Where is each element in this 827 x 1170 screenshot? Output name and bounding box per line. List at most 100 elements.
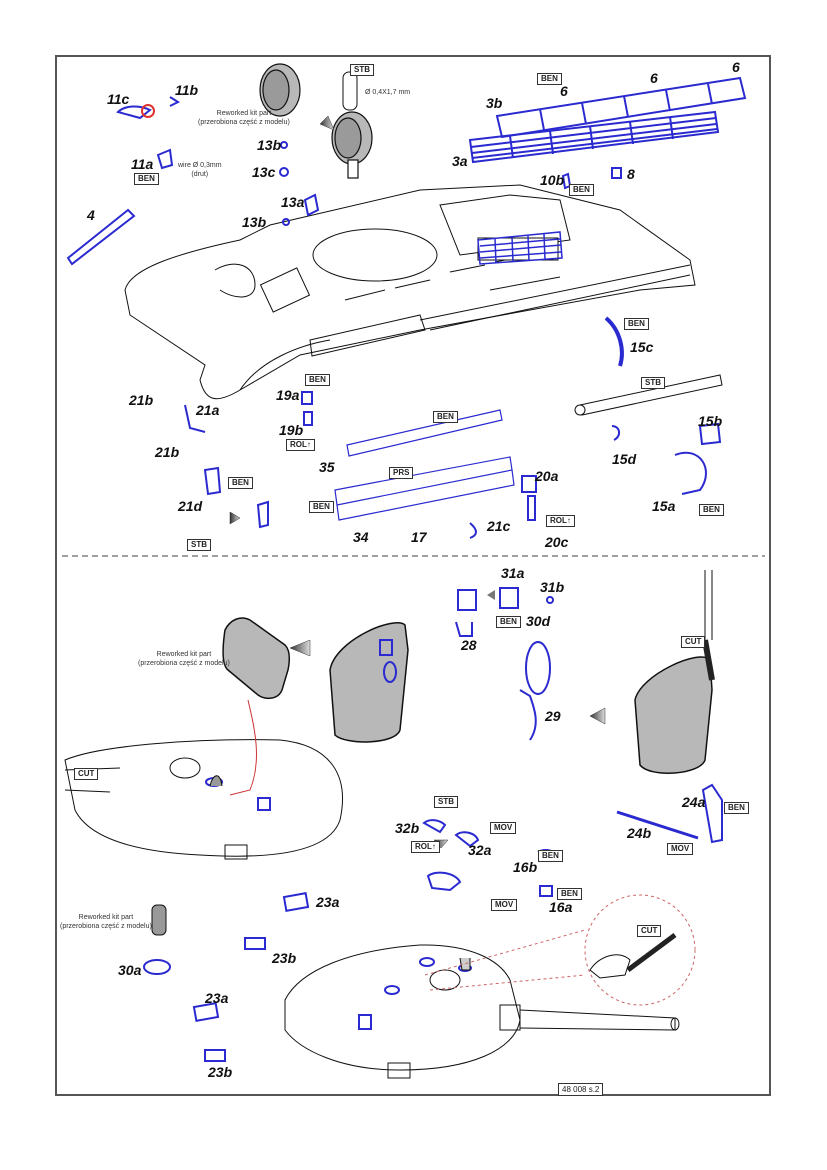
part-label: 6: [560, 83, 568, 99]
tag-stb: STB: [350, 64, 374, 76]
part-label: 3b: [486, 95, 503, 111]
note-text-pl: (przerobiona część z modelu): [198, 118, 290, 126]
rod-13: [342, 71, 358, 111]
tag-prs: PRS: [389, 467, 414, 479]
note-text: Reworked kit part: [78, 914, 134, 921]
note-text-pl: (przerobiona część z modelu): [60, 922, 152, 930]
engine-grille: [477, 231, 563, 265]
tag-ben: BEN: [433, 411, 458, 423]
direction-arrows: [229, 115, 606, 849]
tag-rol: ROL↑: [546, 515, 575, 527]
part-label: 13c: [252, 164, 276, 180]
part-label: 23a: [205, 990, 229, 1006]
part-label: 21b: [129, 392, 154, 408]
arrow-31: [487, 590, 495, 600]
part-label: 29: [545, 708, 561, 724]
tag-cut: CUT: [637, 925, 662, 937]
tag-rol: ROL↑: [411, 841, 440, 853]
part-label: 23b: [272, 950, 297, 966]
bars-35-34: [334, 409, 515, 521]
headlight-reworked: [259, 63, 373, 179]
etched-parts-upper: [66, 96, 722, 539]
grille-3b: [495, 76, 747, 139]
part-label: 24a: [682, 794, 706, 810]
part-label: 6: [650, 70, 658, 86]
part-label: 32a: [468, 842, 492, 858]
note-wire: wire Ø 0,3mm(drut): [178, 162, 222, 180]
tag-stb: STB: [187, 539, 211, 551]
note-reworked-headlight: Reworked kit part(przerobiona część z mo…: [198, 110, 290, 128]
part-label: 13b: [242, 214, 267, 230]
tag-cut: CUT: [681, 636, 706, 648]
rod-dimension: Ø 0,4X1,7 mm: [365, 89, 411, 96]
part-label: 23b: [208, 1064, 233, 1080]
cut-line-red: [229, 699, 257, 796]
hatch-reworked: [222, 617, 713, 774]
tag-stb: STB: [641, 377, 665, 389]
antenna-30a: [151, 904, 167, 936]
tag-ben: BEN: [134, 173, 159, 185]
part-label: 11c: [107, 91, 130, 107]
note-text: wire Ø 0,3mm: [178, 162, 222, 169]
part-label: 15d: [612, 451, 637, 467]
tag-stb: STB: [434, 796, 458, 808]
tag-cut: CUT: [74, 768, 99, 780]
cut-detail-circle: [424, 894, 696, 1006]
tag-ben: BEN: [624, 318, 649, 330]
part-label: 19a: [276, 387, 300, 403]
part-label: 16b: [513, 859, 538, 875]
tag-ben: BEN: [538, 850, 563, 862]
part-label: 30d: [526, 613, 551, 629]
tag-ben: BEN: [537, 73, 562, 85]
page-number: 48 008 s.2: [558, 1083, 604, 1096]
part-label: 20a: [535, 468, 559, 484]
part-label: 16a: [549, 899, 573, 915]
part-label: 20c: [545, 534, 569, 550]
tag-ben: BEN: [496, 616, 521, 628]
part-label: 13a: [281, 194, 305, 210]
part-label: 15c: [630, 339, 654, 355]
note-text-pl: (przerobiona część z modelu): [138, 659, 230, 667]
rod-15: [574, 374, 723, 416]
note-text: Reworked kit part: [156, 651, 212, 658]
note-reworked-hatch: Reworked kit part(przerobiona część z mo…: [138, 651, 230, 669]
knife-icon: [589, 570, 715, 979]
part-label: 21b: [155, 444, 180, 460]
note-text: Reworked kit part: [216, 110, 272, 117]
part-label: 21a: [196, 402, 220, 418]
part-label: 11a: [131, 156, 154, 172]
hull-drawing: [124, 184, 696, 400]
tag-ben: BEN: [724, 802, 749, 814]
part-label: 19b: [279, 422, 304, 438]
tag-ben: BEN: [569, 184, 594, 196]
tag-ben: BEN: [309, 501, 334, 513]
part-label: 13b: [257, 137, 282, 153]
page-frame: [55, 55, 771, 1096]
part-label: 3a: [452, 153, 468, 169]
part-label: 30a: [118, 962, 142, 978]
part-label: 15b: [698, 413, 723, 429]
part-label: 21d: [178, 498, 203, 514]
part-label: 34: [353, 529, 369, 545]
part-label: 31a: [501, 565, 525, 581]
note-reworked-antenna: Reworked kit part(przerobiona część z mo…: [60, 914, 152, 932]
tag-mov: MOV: [490, 822, 517, 834]
part-label: 10b: [540, 172, 565, 188]
tag-ben: BEN: [228, 477, 253, 489]
part-label: 32b: [395, 820, 420, 836]
tag-ben: BEN: [699, 504, 724, 516]
part-label: 15a: [652, 498, 676, 514]
tag-ben: BEN: [557, 888, 582, 900]
part-label: 6: [732, 59, 740, 75]
tag-ben: BEN: [305, 374, 330, 386]
tag-mov: MOV: [491, 899, 518, 911]
turret-top: [64, 739, 343, 860]
tag-rol: ROL↑: [286, 439, 315, 451]
turret-bottom: [284, 944, 680, 1079]
grille-3a: [468, 110, 720, 164]
part-label: 23a: [316, 894, 340, 910]
part-label: 24b: [627, 825, 652, 841]
tag-mov: MOV: [667, 843, 694, 855]
part-label: 21c: [487, 518, 511, 534]
